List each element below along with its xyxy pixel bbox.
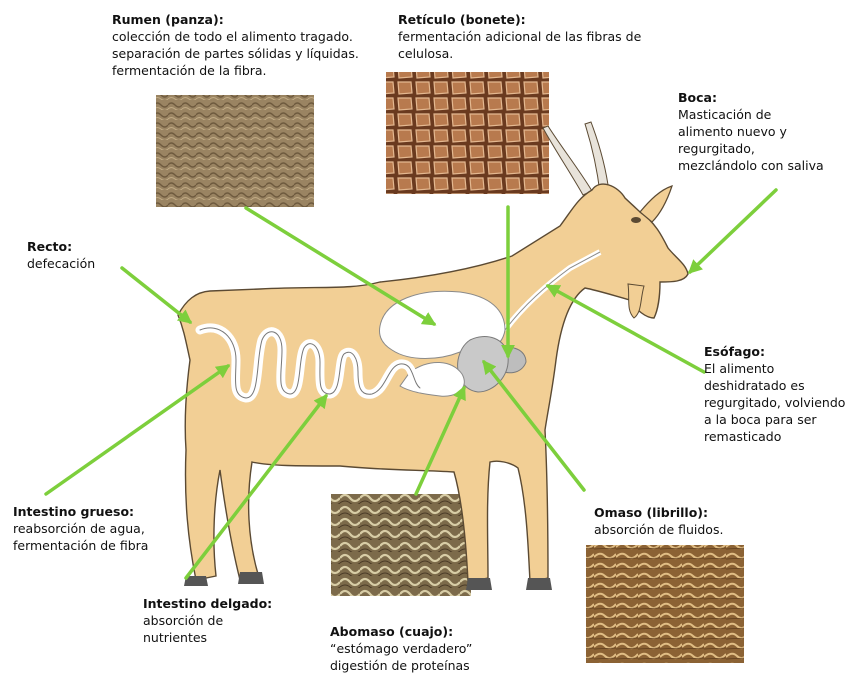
rumen-title: Rumen (panza):: [112, 11, 359, 28]
rumen-description: colección de todo el alimento tragado. s…: [112, 28, 359, 79]
label-intestino-delgado: Intestino delgado: absorción de nutrient…: [143, 595, 272, 646]
goat-eye: [631, 217, 641, 223]
abomaso-title: Abomaso (cuajo):: [330, 623, 472, 640]
reticulo-photo: [386, 72, 549, 194]
reticulo-description: fermentación adicional de las fibras de …: [398, 28, 641, 62]
intestino-grueso-description: reabsorción de agua, fermentación de fib…: [13, 520, 148, 554]
esofago-description: El alimento deshidratado es regurgitado,…: [704, 360, 845, 445]
label-esofago: Esófago: El alimento deshidratado es reg…: [704, 343, 845, 445]
esofago-title: Esófago:: [704, 343, 845, 360]
abomaso-photo: [331, 494, 471, 596]
label-abomaso: Abomaso (cuajo): “estómago verdadero” di…: [330, 623, 472, 674]
boca-title: Boca:: [678, 89, 824, 106]
goat-ear: [640, 186, 672, 222]
label-intestino-grueso: Intestino grueso: reabsorción de agua, f…: [13, 503, 148, 554]
omaso-title: Omaso (librillo):: [594, 504, 723, 521]
reticulo-title: Retículo (bonete):: [398, 11, 641, 28]
label-recto: Recto: defecación: [27, 238, 95, 272]
label-rumen: Rumen (panza): colección de todo el alim…: [112, 11, 359, 79]
intestino-grueso-title: Intestino grueso:: [13, 503, 148, 520]
intestino-delgado-title: Intestino delgado:: [143, 595, 272, 612]
boca-description: Masticación de alimento nuevo y regurgit…: [678, 106, 824, 174]
recto-arrow: [122, 268, 190, 322]
omaso-photo: [586, 545, 744, 663]
recto-title: Recto:: [27, 238, 95, 255]
omaso-description: absorción de fluidos.: [594, 521, 723, 538]
recto-description: defecación: [27, 255, 95, 272]
label-reticulo: Retículo (bonete): fermentación adiciona…: [398, 11, 641, 62]
rumen-photo: [156, 95, 314, 207]
abomaso-description: “estómago verdadero” digestión de proteí…: [330, 640, 472, 674]
label-boca: Boca: Masticación de alimento nuevo y re…: [678, 89, 824, 174]
boca-arrow: [690, 190, 776, 272]
label-omaso: Omaso (librillo): absorción de fluidos.: [594, 504, 723, 538]
intestino-delgado-description: absorción de nutrientes: [143, 612, 272, 646]
